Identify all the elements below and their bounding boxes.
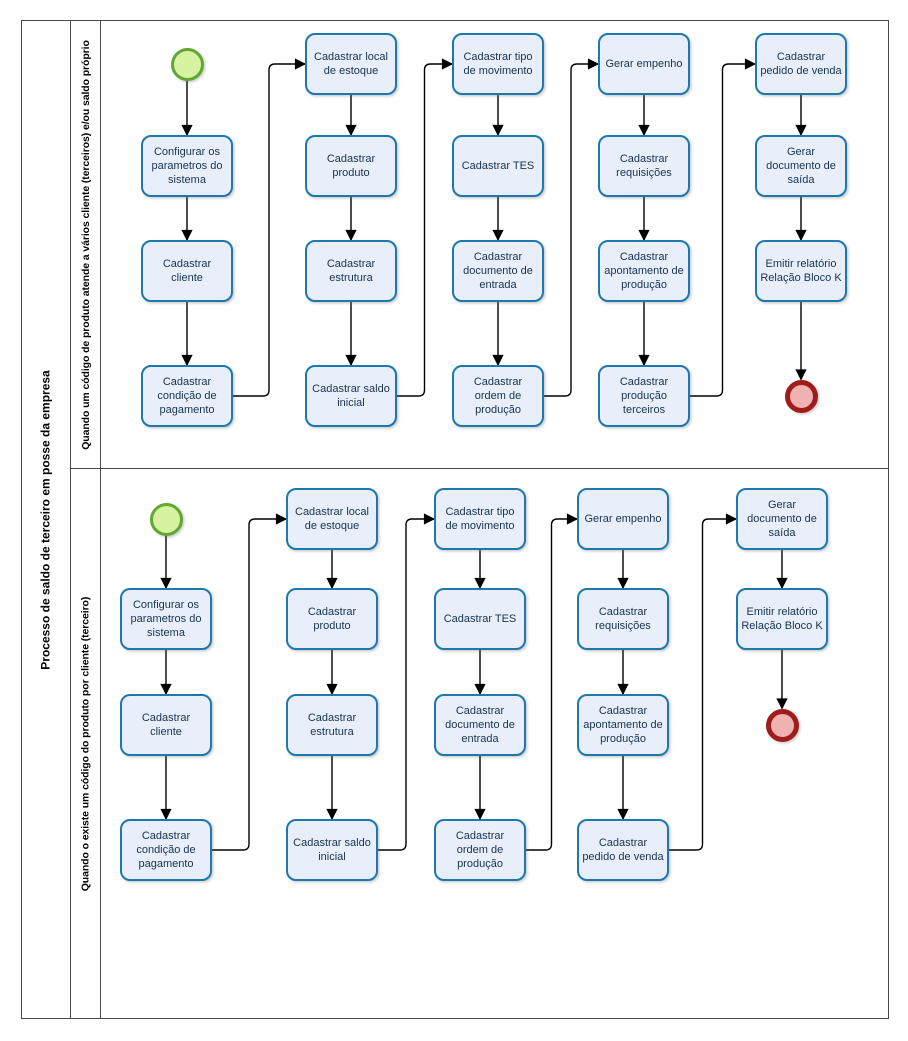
task-label: Cadastrar documento de entrada: [463, 250, 533, 292]
sequence-flow: [233, 58, 307, 397]
task-node[interactable]: Gerar empenho: [577, 488, 669, 550]
task-node[interactable]: Cadastrar local de estoque: [286, 488, 378, 550]
lane-divider: [100, 468, 889, 469]
task-label: Cadastrar local de estoque: [314, 50, 388, 77]
task-label: Cadastrar produção terceiros: [619, 375, 669, 417]
task-node[interactable]: Cadastrar apontamento de produção: [598, 240, 690, 302]
task-label: Cadastrar produto: [326, 152, 376, 179]
sequence-flow: [690, 58, 757, 397]
task-label: Cadastrar ordem de produção: [473, 375, 523, 417]
sequence-flow: [212, 513, 288, 851]
task-node[interactable]: Cadastrar estrutura: [286, 694, 378, 756]
task-node[interactable]: Cadastrar ordem de produção: [434, 819, 526, 881]
task-node[interactable]: Gerar documento de saída: [755, 135, 847, 197]
task-node[interactable]: Cadastrar saldo inicial: [305, 365, 397, 427]
task-label: Gerar documento de saída: [766, 145, 836, 187]
sequence-flow: [378, 513, 436, 851]
task-node[interactable]: Emitir relatório Relação Bloco K: [755, 240, 847, 302]
task-label: Cadastrar pedido de venda: [760, 50, 842, 77]
task-label: Gerar empenho: [605, 57, 683, 70]
task-label: Cadastrar estrutura: [307, 711, 357, 738]
task-node[interactable]: Cadastrar apontamento de produção: [577, 694, 669, 756]
task-node[interactable]: Cadastrar requisições: [577, 588, 669, 650]
task-label: Cadastrar condição de pagamento: [157, 375, 217, 417]
start-event-icon[interactable]: [170, 47, 204, 81]
sequence-flow: [544, 58, 600, 397]
end-event-icon[interactable]: [765, 708, 799, 742]
task-node[interactable]: Cadastrar produto: [305, 135, 397, 197]
task-label: Cadastrar tipo de movimento: [445, 505, 515, 532]
task-label: Cadastrar TES: [461, 159, 535, 172]
task-label: Cadastrar cliente: [162, 257, 212, 284]
task-node[interactable]: Cadastrar condição de pagamento: [141, 365, 233, 427]
task-node[interactable]: Cadastrar condição de pagamento: [120, 819, 212, 881]
task-node[interactable]: Cadastrar tipo de movimento: [434, 488, 526, 550]
task-label: Cadastrar saldo inicial: [312, 382, 390, 409]
task-node[interactable]: Cadastrar documento de entrada: [434, 694, 526, 756]
task-node[interactable]: Cadastrar TES: [452, 135, 544, 197]
task-label: Cadastrar apontamento de produção: [604, 250, 684, 292]
task-node[interactable]: Configurar os parametros do sistema: [120, 588, 212, 650]
task-node[interactable]: Cadastrar pedido de venda: [577, 819, 669, 881]
task-label: Cadastrar TES: [443, 612, 517, 625]
task-label: Cadastrar pedido de venda: [582, 836, 664, 863]
lane-1-label-strip: Quando um código de produto atende a vár…: [70, 20, 101, 469]
sequence-flow: [669, 513, 738, 851]
task-label: Emitir relatório Relação Bloco K: [741, 605, 823, 632]
task-node[interactable]: Cadastrar produção terceiros: [598, 365, 690, 427]
task-node[interactable]: Cadastrar cliente: [141, 240, 233, 302]
task-node[interactable]: Gerar documento de saída: [736, 488, 828, 550]
task-node[interactable]: Configurar os parametros do sistema: [141, 135, 233, 197]
task-node[interactable]: Cadastrar estrutura: [305, 240, 397, 302]
task-label: Cadastrar apontamento de produção: [583, 704, 663, 746]
task-label: Cadastrar documento de entrada: [445, 704, 515, 746]
task-label: Cadastrar local de estoque: [295, 505, 369, 532]
task-node[interactable]: Gerar empenho: [598, 33, 690, 95]
task-label: Cadastrar ordem de produção: [455, 829, 505, 871]
start-event-icon[interactable]: [149, 502, 183, 536]
task-node[interactable]: Cadastrar requisições: [598, 135, 690, 197]
task-node[interactable]: Cadastrar TES: [434, 588, 526, 650]
pool-title-strip: Processo de saldo de terceiro em posse d…: [21, 20, 71, 1019]
sequence-flow: [526, 513, 579, 851]
task-label: Cadastrar produto: [307, 605, 357, 632]
task-node[interactable]: Cadastrar local de estoque: [305, 33, 397, 95]
task-label: Cadastrar tipo de movimento: [463, 50, 533, 77]
task-label: Gerar empenho: [584, 512, 662, 525]
sequence-flow: [397, 58, 454, 397]
task-label: Cadastrar condição de pagamento: [136, 829, 196, 871]
task-label: Gerar documento de saída: [747, 498, 817, 540]
task-node[interactable]: Cadastrar documento de entrada: [452, 240, 544, 302]
task-label: Cadastrar estrutura: [326, 257, 376, 284]
task-label: Cadastrar requisições: [616, 152, 672, 179]
task-node[interactable]: Cadastrar cliente: [120, 694, 212, 756]
end-event-icon[interactable]: [784, 379, 818, 413]
task-label: Cadastrar saldo inicial: [293, 836, 371, 863]
lane-2-label-strip: Quando o existe um código do produto por…: [70, 468, 101, 1019]
task-label: Emitir relatório Relação Bloco K: [760, 257, 842, 284]
task-node[interactable]: Cadastrar ordem de produção: [452, 365, 544, 427]
task-label: Cadastrar cliente: [141, 711, 191, 738]
task-node[interactable]: Cadastrar saldo inicial: [286, 819, 378, 881]
task-label: Configurar os parametros do sistema: [130, 598, 202, 640]
task-label: Cadastrar requisições: [595, 605, 651, 632]
task-node[interactable]: Cadastrar pedido de venda: [755, 33, 847, 95]
task-node[interactable]: Emitir relatório Relação Bloco K: [736, 588, 828, 650]
task-node[interactable]: Cadastrar tipo de movimento: [452, 33, 544, 95]
task-label: Configurar os parametros do sistema: [151, 145, 223, 187]
task-node[interactable]: Cadastrar produto: [286, 588, 378, 650]
